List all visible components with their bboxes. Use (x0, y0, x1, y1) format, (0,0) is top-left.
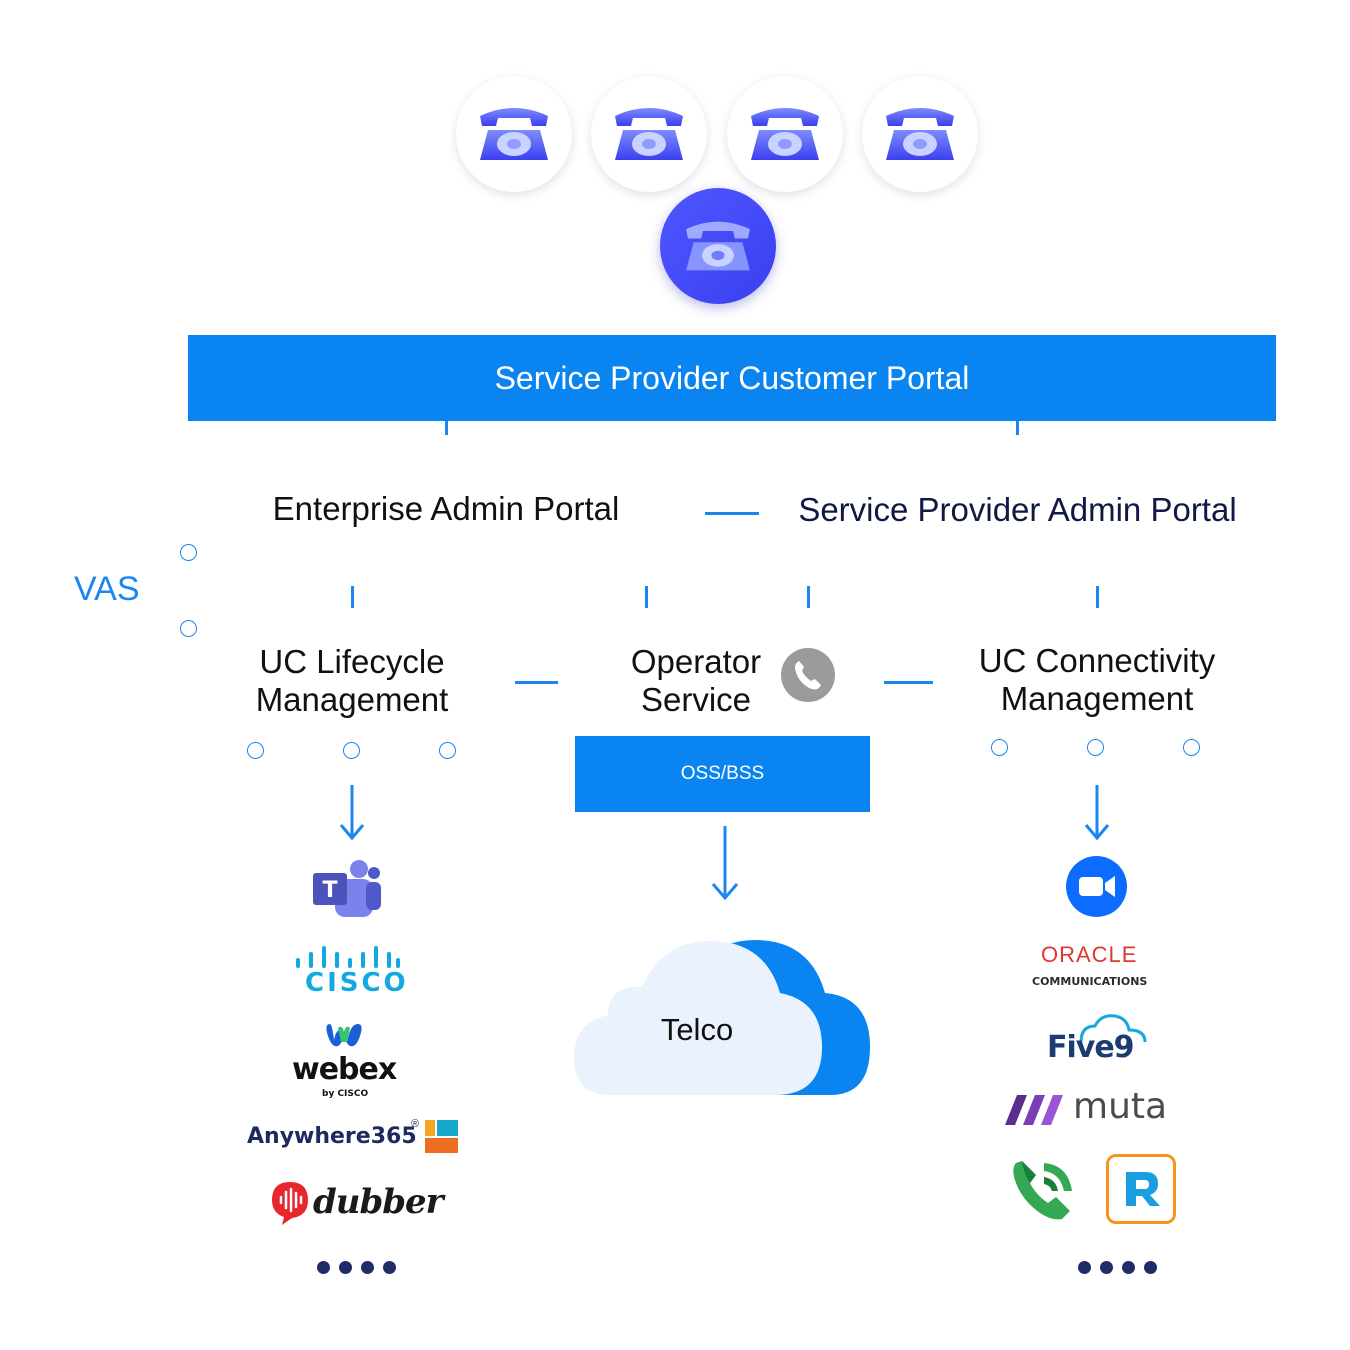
phone-1 (456, 76, 572, 192)
more-indicator (1078, 1261, 1157, 1274)
phone-4 (862, 76, 978, 192)
customer-portal-label: Service Provider Customer Portal (494, 359, 970, 396)
operator-line2: Service (640, 681, 752, 718)
anywhere365-mark (425, 1120, 458, 1153)
ring-marker (343, 742, 360, 759)
five9-logo: Five9 (1045, 1012, 1151, 1070)
teams-logo: T (311, 857, 383, 921)
arrow-down-icon (1084, 785, 1110, 841)
anywhere365-text: Anywhere365 (247, 1124, 417, 1149)
cisco-logo: CISCO (294, 942, 406, 998)
cisco-text: CISCO (305, 968, 409, 998)
dubber-logo: dubber (270, 1180, 444, 1228)
ring-marker (439, 742, 456, 759)
operator-line1: Operator (630, 643, 762, 680)
dubber-text: dubber (313, 1182, 444, 1222)
connector-dash (515, 681, 558, 684)
connector-dash (884, 681, 933, 684)
telephone-icon (615, 108, 683, 160)
oss-bss-bar[interactable]: OSS/BSS (575, 736, 870, 812)
telephone-icon (751, 108, 819, 160)
phone-2 (591, 76, 707, 192)
ring-marker (1183, 739, 1200, 756)
svg-text:T: T (322, 878, 337, 903)
ring-marker (180, 544, 197, 561)
connector-tick (1016, 421, 1019, 435)
anywhere365-logo: Anywhere365 ® (247, 1118, 459, 1156)
telephone-icon (886, 108, 954, 160)
connector-tick (351, 586, 354, 608)
vas-label: VAS (74, 570, 140, 608)
telephone-icon (686, 221, 750, 271)
ring-marker (1087, 739, 1104, 756)
connector-tick (1096, 586, 1099, 608)
phone-app-logo (1010, 1157, 1078, 1223)
webex-text: webex (292, 1052, 397, 1087)
phone-handset-icon (781, 648, 835, 702)
enterprise-admin-portal[interactable]: Enterprise Admin Portal (272, 490, 620, 527)
five9-text: Five9 (1047, 1030, 1135, 1065)
ring-marker (991, 739, 1008, 756)
uc-lifecycle-line2: Management (255, 681, 449, 718)
telco-cloud-icon (574, 940, 870, 1095)
uc-connectivity-line1: UC Connectivity (978, 642, 1216, 679)
connector-dash (705, 512, 759, 515)
webex-logo: webex by CISCO (292, 1020, 402, 1102)
zoom-logo (1066, 856, 1127, 917)
uc-connectivity-line2: Management (1000, 680, 1194, 717)
more-indicator (317, 1261, 396, 1274)
telephone-icon (480, 108, 548, 160)
muta-text: muta (1073, 1086, 1168, 1127)
sp-admin-portal[interactable]: Service Provider Admin Portal (798, 491, 1237, 528)
oracle-logo: ORACLE COMMUNICATIONS (1028, 942, 1168, 990)
connector-tick (445, 421, 448, 435)
customer-portal-bar[interactable]: Service Provider Customer Portal (188, 335, 1276, 421)
phone-3 (727, 76, 843, 192)
oss-bss-label: OSS/BSS (680, 763, 765, 784)
telco-label: Telco (660, 1012, 734, 1047)
ring-marker (180, 620, 197, 637)
oracle-text: ORACLE (1041, 942, 1138, 967)
arrow-down-icon (711, 826, 739, 901)
uc-lifecycle-heading[interactable]: UC Lifecycle Management (222, 643, 482, 719)
webex-subtext: by CISCO (322, 1089, 369, 1099)
main-phone (660, 188, 776, 304)
operator-service-heading[interactable]: Operator Service (606, 643, 786, 719)
muta-logo: muta (1003, 1086, 1175, 1130)
connector-tick (807, 586, 810, 608)
arrow-down-icon (339, 785, 365, 841)
oracle-subtext: COMMUNICATIONS (1032, 975, 1148, 988)
anywhere365-reg: ® (411, 1118, 420, 1130)
uc-connectivity-heading[interactable]: UC Connectivity Management (952, 642, 1242, 718)
connector-tick (645, 586, 648, 608)
ring-marker (247, 742, 264, 759)
uc-lifecycle-line1: UC Lifecycle (259, 643, 445, 680)
r-logo (1106, 1154, 1176, 1224)
